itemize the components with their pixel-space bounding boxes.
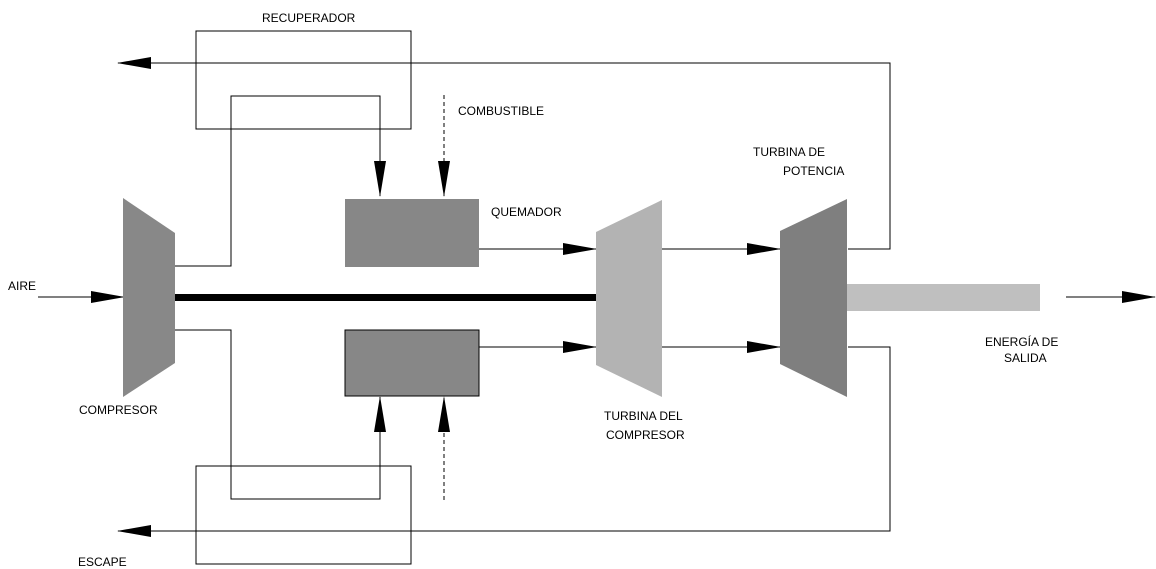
label-energia-1: ENERGÍA DE bbox=[985, 334, 1058, 349]
recuperator-top bbox=[195, 30, 412, 130]
compressor bbox=[123, 198, 175, 397]
label-combustible: COMBUSTIBLE bbox=[458, 104, 544, 118]
label-compresor: COMPRESOR bbox=[79, 403, 158, 417]
exhaust-top-line bbox=[117, 57, 891, 250]
label-escape: ESCAPE bbox=[78, 555, 127, 569]
power-turbine bbox=[780, 199, 847, 397]
label-turbina-compresor-1: TURBINA DEL bbox=[604, 409, 683, 423]
label-quemador: QUEMADOR bbox=[491, 205, 562, 219]
burner-bottom bbox=[344, 329, 480, 397]
label-energia-2: SALIDA bbox=[1004, 351, 1047, 365]
burner-top bbox=[345, 199, 479, 267]
label-turbina-compresor-2: COMPRESOR bbox=[606, 428, 685, 442]
output-shaft bbox=[847, 284, 1040, 311]
label-turbina-potencia-1: TURBINA DE bbox=[753, 145, 825, 159]
recuperator-bottom bbox=[195, 465, 412, 565]
label-recuperador: RECUPERADOR bbox=[262, 11, 356, 25]
compressor-turbine bbox=[596, 200, 662, 397]
compressor-to-recuperator-bottom-line bbox=[175, 329, 386, 500]
shaft bbox=[172, 294, 598, 301]
label-turbina-potencia-2: POTENCIA bbox=[783, 164, 844, 178]
exhaust-bottom-line bbox=[117, 346, 891, 537]
label-aire: AIRE bbox=[8, 279, 36, 293]
compressor-to-recuperator-top-line bbox=[175, 95, 386, 267]
